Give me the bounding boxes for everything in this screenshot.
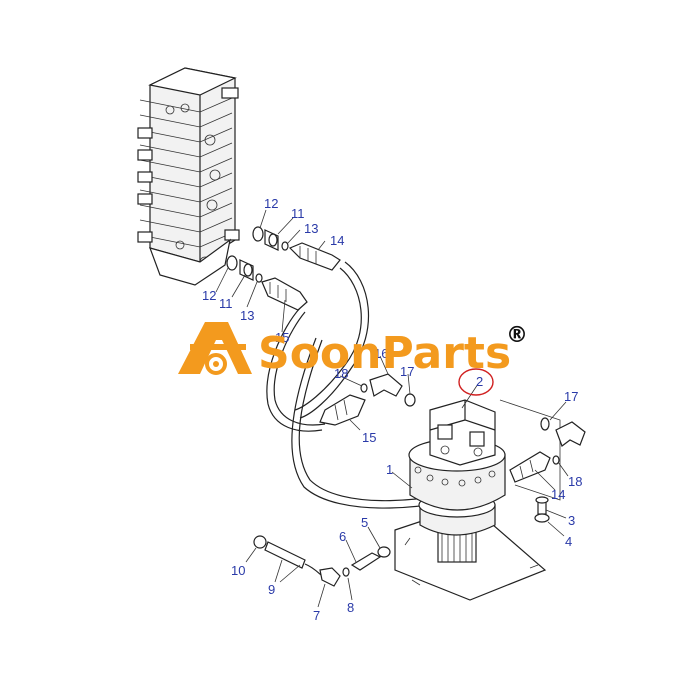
label-6: 6 <box>339 529 346 544</box>
label-9: 9 <box>268 582 275 597</box>
fittings-middle <box>319 373 416 426</box>
label-18-middle: 18 <box>334 366 348 381</box>
registered-mark: ® <box>506 323 528 348</box>
label-3: 3 <box>568 513 575 528</box>
highlight-circle <box>458 368 494 396</box>
label-8: 8 <box>347 600 354 615</box>
label-13-upper: 13 <box>304 221 318 236</box>
part-labels: 12 11 13 14 12 11 13 15 18 16 17 2 15 17… <box>202 196 582 623</box>
label-15-upper: 15 <box>275 330 289 345</box>
fittings-upper-row <box>252 226 341 271</box>
logo-wordmark: SoonParts <box>258 328 511 379</box>
label-4: 4 <box>565 534 572 549</box>
label-11-upper: 11 <box>291 206 305 221</box>
fittings-lower-row <box>226 255 308 311</box>
label-14-right: 14 <box>551 487 565 502</box>
label-2: 2 <box>476 374 483 389</box>
control-valve-block <box>137 67 240 286</box>
soonparts-logo: SoonParts ® <box>178 322 528 379</box>
label-7: 7 <box>313 608 320 623</box>
label-16-middle: 16 <box>374 346 388 361</box>
label-18-right: 18 <box>568 474 582 489</box>
label-15-middle: 15 <box>362 430 376 445</box>
swing-motor-assembly <box>394 399 561 601</box>
label-5: 5 <box>361 515 368 530</box>
label-10: 10 <box>231 563 245 578</box>
logo-emblem-icon <box>178 322 252 375</box>
label-13-lower: 13 <box>240 308 254 323</box>
label-1: 1 <box>386 462 393 477</box>
label-12-upper: 12 <box>264 196 278 211</box>
label-11-lower: 11 <box>219 296 233 311</box>
label-14-upper: 14 <box>330 233 344 248</box>
leader-lines <box>215 209 569 608</box>
label-17-right: 17 <box>564 389 578 404</box>
label-12-lower: 12 <box>202 288 216 303</box>
bolt-and-washer <box>534 496 550 523</box>
label-17-middle: 17 <box>400 364 414 379</box>
fittings-right <box>509 417 586 483</box>
fittings-bottom <box>253 535 391 587</box>
